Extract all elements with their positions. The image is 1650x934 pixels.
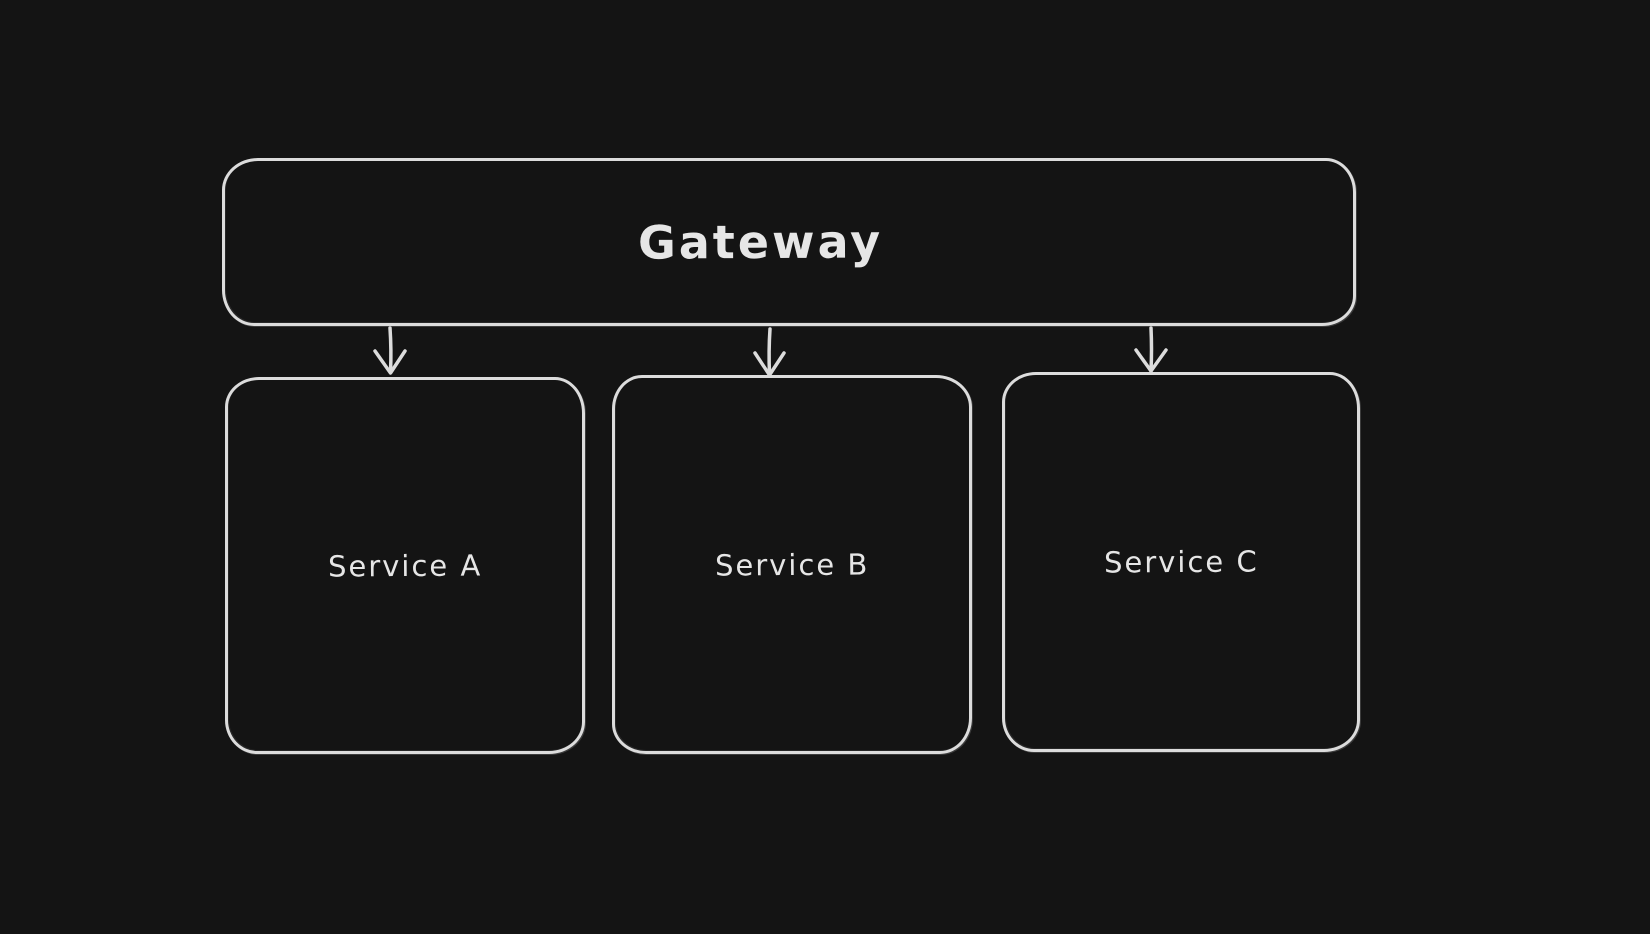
service-a-node[interactable]: Service A bbox=[225, 377, 585, 754]
service-b-node[interactable]: Service B bbox=[612, 375, 972, 754]
gateway-node[interactable]: Gateway bbox=[222, 158, 1356, 326]
arrow-gateway-to-service-c[interactable] bbox=[1134, 326, 1168, 373]
arrow-gateway-to-service-a[interactable] bbox=[373, 326, 407, 375]
arrow-gateway-to-service-b[interactable] bbox=[753, 327, 786, 377]
service-c-node[interactable]: Service C bbox=[1002, 372, 1360, 752]
